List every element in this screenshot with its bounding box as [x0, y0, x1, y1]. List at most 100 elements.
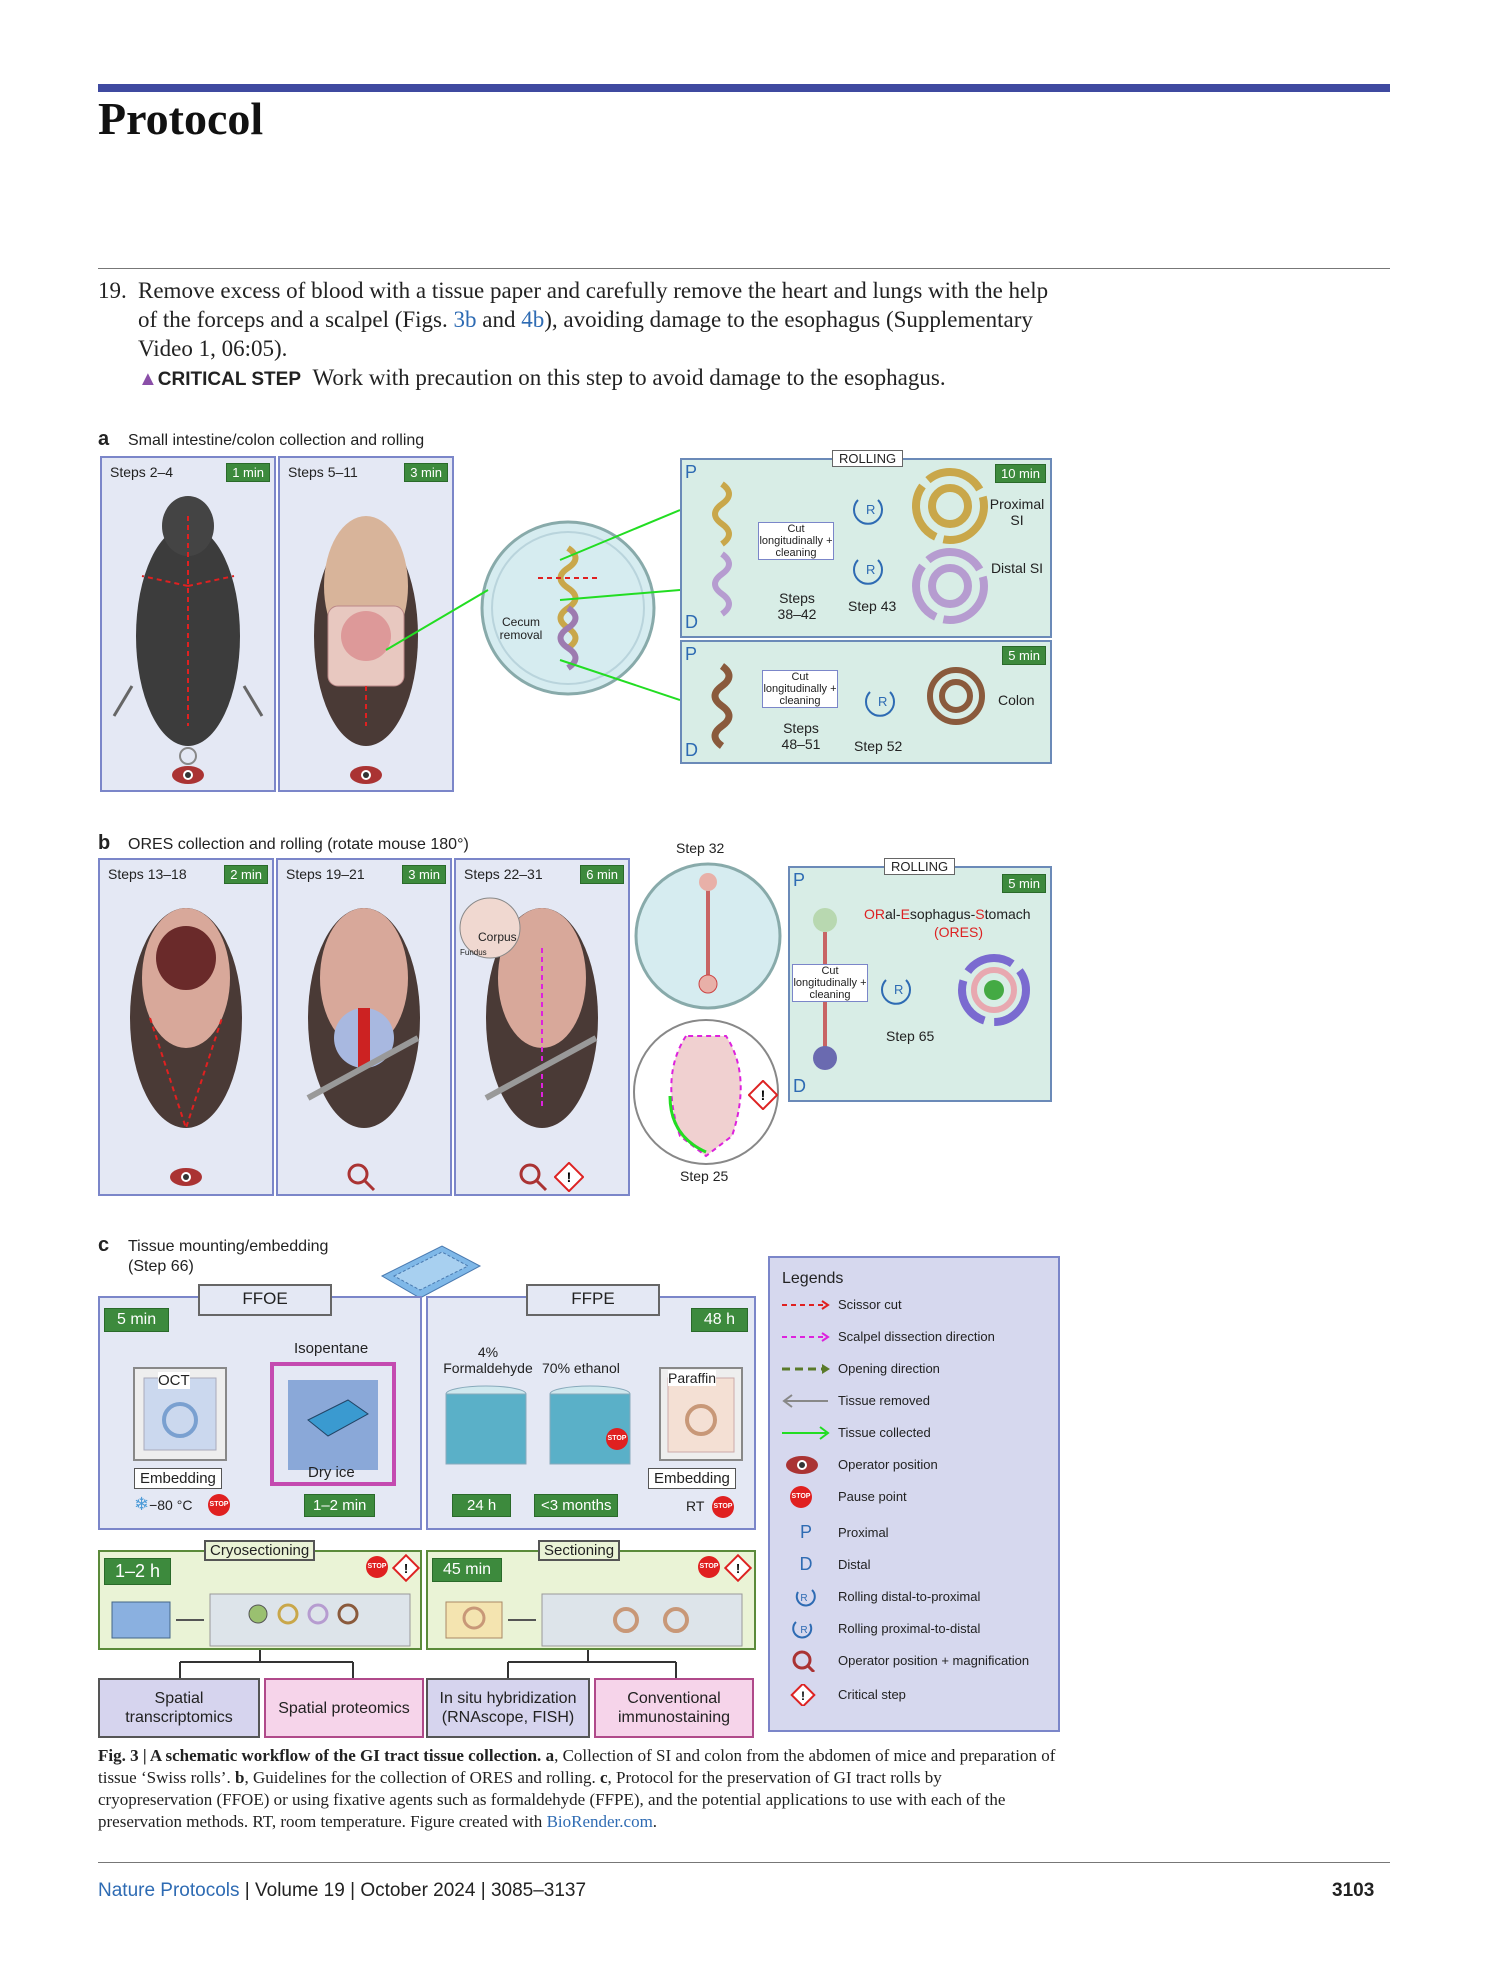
corpus-label: Corpus: [478, 930, 517, 944]
dry-ice-label: Dry ice: [308, 1464, 355, 1481]
legend-item: Scissor cut: [778, 1294, 1048, 1316]
ffpe-box: FFPE 48 h 4% Formaldehyde 70% ethanol Pa…: [426, 1284, 756, 1530]
app-conventional-immunostaining: Conventional immunostaining: [594, 1678, 754, 1738]
svg-text:!: !: [404, 1561, 408, 1576]
stop-icon: STOP: [698, 1556, 720, 1578]
app-spatial-proteomics: Spatial proteomics: [264, 1678, 424, 1738]
time-tag: 48 h: [690, 1308, 748, 1332]
panel-c-title: Tissue mounting/embedding: [128, 1238, 329, 1255]
fixation-beakers: [445, 1385, 631, 1465]
issue-date: October 2024: [360, 1880, 476, 1901]
rolling-ores-box: ROLLING 5 min P D ORal-Esophagus-Stomach…: [788, 858, 1052, 1102]
cut-label: Cut longitudinally + cleaning: [758, 522, 834, 560]
steps-label: Steps 13–18: [108, 866, 187, 882]
time-tag: 45 min: [432, 1558, 503, 1582]
volume: Volume 19: [255, 1880, 345, 1901]
ethanol-label: 70% ethanol: [542, 1360, 620, 1376]
footer: Nature Protocols | Volume 19 | October 2…: [98, 1880, 587, 1901]
time-tag: 1 min: [226, 463, 270, 482]
panel-c-letter: c: [98, 1234, 110, 1256]
steps-label: Steps 2–4: [110, 464, 174, 480]
legend-item: Operator position: [778, 1454, 1048, 1476]
time-tag: 1–2 h: [104, 1558, 172, 1585]
steps-label: Steps 38–42: [777, 590, 817, 622]
proximal-si-label: Proximal SI: [989, 496, 1045, 528]
scalpel-direction-icon: [782, 1332, 830, 1342]
ffpe-label: FFPE: [526, 1284, 660, 1316]
tissue-removed-icon: [782, 1394, 828, 1408]
steps-label: Step 43: [848, 598, 897, 614]
scissor-cut-icon: [782, 1300, 830, 1310]
time-tag: 5 min: [104, 1308, 170, 1332]
rolling-proximal-distal-icon: R: [792, 1621, 813, 1639]
svg-text:R: R: [800, 1593, 807, 1604]
operator-magnify-icon: [347, 1163, 376, 1192]
panel-b-box1: Steps 13–18 2 min: [98, 858, 274, 1196]
fig-link-3b[interactable]: 3b: [453, 307, 477, 332]
panel-a-box2: Steps 5–11 3 min: [278, 456, 454, 792]
mouse-b2-illustration: [306, 908, 420, 1128]
cut-label: Cut longitudinally + cleaning: [762, 670, 838, 708]
stop-icon: STOP: [366, 1556, 388, 1578]
proximal-p: P: [793, 870, 806, 890]
proximal-p: P: [685, 462, 698, 482]
cassette-icon: [380, 1245, 482, 1299]
critical-triangle-icon: ▲: [138, 368, 158, 390]
petri-dish-intestine: [480, 520, 656, 696]
si-segments: [712, 481, 732, 617]
legend-item: Opening direction: [778, 1358, 1048, 1380]
time-tag: 1–2 min: [304, 1494, 376, 1517]
fundus-label: Fundus: [460, 948, 487, 957]
operator-magnify-icon: [792, 1650, 816, 1672]
footer-divider: [98, 1862, 1390, 1863]
sectioning-label: Sectioning: [538, 1540, 621, 1561]
snowflake-icon: ❄: [134, 1494, 150, 1514]
r-label: R: [866, 502, 876, 517]
critical-step: ▲CRITICAL STEP Work with precaution on t…: [138, 365, 946, 390]
step-text: Remove excess of blood with a tissue pap…: [138, 278, 1049, 332]
cryo-slide-illustration: [111, 1593, 411, 1647]
stop-icon: STOP: [208, 1494, 230, 1516]
rolling-icons: [853, 499, 883, 585]
legend-title: Legends: [782, 1270, 844, 1287]
panel-b-title: ORES collection and rolling (rotate mous…: [128, 836, 469, 853]
r-label: R: [878, 694, 888, 709]
svg-text:!: !: [736, 1561, 740, 1576]
mouse-b3-illustration: [459, 897, 598, 1128]
legend-item: Tissue collected: [778, 1422, 1048, 1444]
cecum-label: Cecum removal: [499, 615, 543, 642]
steps-label: Step 65: [886, 1028, 935, 1044]
colon-segment: [711, 663, 733, 749]
steps-label: Steps 19–21: [286, 866, 365, 882]
embedding-label: Embedding: [134, 1468, 222, 1489]
step-19: 19. Remove excess of blood with a tissue…: [98, 276, 1058, 394]
page-range: 3085–3137: [490, 1880, 587, 1901]
panel-a-title: Small intestine/colon collection and rol…: [128, 432, 425, 449]
critical-step-icon: !: [724, 1554, 752, 1582]
time-tag: 5 min: [1002, 646, 1046, 665]
time-tag: 10 min: [994, 464, 1046, 483]
legend-item: Scalpel dissection direction: [778, 1326, 1048, 1348]
proximal-p: P: [685, 644, 698, 664]
time-tag: 5 min: [1002, 874, 1046, 893]
rolling-distal-proximal-icon: R: [795, 1589, 816, 1607]
ores-abbr: (ORES): [934, 924, 983, 940]
operator-magnify-icon: [519, 1163, 548, 1192]
rolling-label: ROLLING: [832, 450, 904, 467]
oct-label: OCT: [158, 1372, 190, 1389]
svg-text:!: !: [761, 1087, 766, 1103]
critical-step-icon: !: [748, 1080, 778, 1110]
rt-label: RT: [686, 1498, 705, 1514]
r-label: R: [866, 562, 876, 577]
opening-direction-icon: [782, 1364, 830, 1374]
ffoe-box: FFOE 5 min Isopentane Dry ice OCT Embedd…: [98, 1284, 422, 1530]
fig-link-4b[interactable]: 4b: [521, 307, 545, 332]
biorender-link[interactable]: BioRender.com: [546, 1812, 653, 1831]
steps-label: Steps 22–31: [464, 866, 543, 882]
legend-item: Tissue removed: [778, 1390, 1048, 1412]
operator-eye-icon: [350, 766, 382, 784]
svg-text:!: !: [801, 1689, 805, 1703]
